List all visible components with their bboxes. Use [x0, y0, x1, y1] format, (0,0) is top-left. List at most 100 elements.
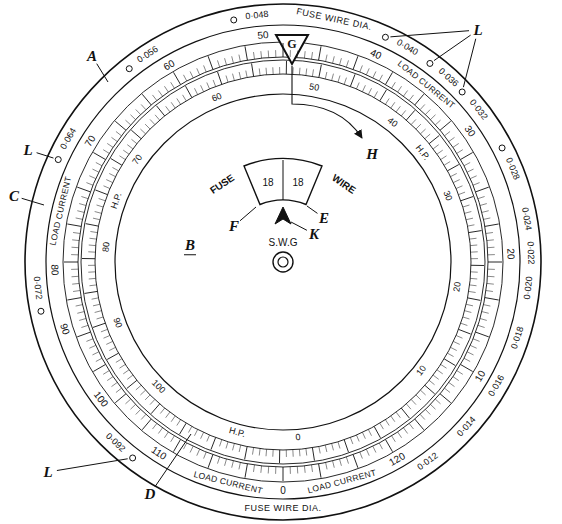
scale-tick [466, 304, 473, 306]
scale-tick [425, 409, 430, 414]
wire-diameter: 0·072 [31, 275, 43, 301]
scale-tick [225, 459, 227, 466]
scale-tick [449, 137, 455, 141]
scale-tick [429, 380, 434, 384]
scale-tick [260, 466, 262, 473]
centre-knob-hole [278, 257, 288, 267]
load-current-number: 120 [386, 450, 408, 469]
wire-diameter: 0·032 [466, 97, 489, 123]
reference-letter: K [308, 226, 320, 243]
scale-tick [482, 211, 489, 213]
scale-tick [71, 269, 78, 270]
scale-tick [425, 385, 435, 394]
scale-tick [470, 284, 477, 286]
scale-name: LOAD CURRENT [306, 468, 379, 496]
scale-tick [290, 467, 291, 474]
scale-tick [213, 80, 216, 87]
scale-tick [246, 71, 247, 78]
scale-tick [319, 65, 321, 78]
scale-tick [373, 446, 376, 452]
scale-tick [366, 449, 369, 455]
scale-tick [96, 162, 102, 165]
scale-tick [362, 85, 365, 91]
scale-tick [76, 305, 83, 306]
scale-tick [84, 291, 97, 293]
scale-tick [283, 467, 284, 481]
scale-name: H.P. [413, 143, 432, 164]
leader-line [240, 207, 256, 221]
scale-tick [356, 83, 359, 89]
reference-letter: D [144, 486, 157, 503]
scale-tick [478, 325, 485, 327]
scale-tick [379, 75, 382, 81]
scale-tick [131, 130, 141, 139]
scale-tick [111, 137, 117, 141]
scale-tick [420, 414, 425, 419]
scale-tick [484, 305, 491, 306]
scale-tick [266, 449, 268, 456]
scale-tick [166, 412, 170, 418]
scale-tick [445, 131, 451, 135]
scale-tick [470, 245, 477, 247]
scale-tick [115, 121, 126, 130]
scale-tick [380, 90, 387, 101]
load-current-number: 40 [368, 46, 384, 61]
scale-tick [406, 404, 411, 409]
scale-name: LOAD CURRENT [191, 470, 264, 497]
scale-tick [77, 187, 90, 192]
wire-diameter: 0·018 [509, 325, 526, 352]
load-scale-edge [63, 42, 503, 482]
load-scale-base [78, 57, 488, 467]
scale-tick [396, 106, 400, 112]
scale-tick [459, 329, 471, 334]
scale-tick [468, 298, 481, 300]
scale-tick [220, 440, 222, 447]
scale-tick [88, 251, 95, 252]
scale-tick [86, 339, 92, 342]
scale-tick [486, 290, 493, 292]
scale-tick [232, 56, 234, 63]
scale-tick [471, 271, 478, 272]
scale-tick [150, 399, 155, 404]
scale-tick [82, 258, 95, 259]
scale-tick [77, 211, 84, 213]
scale-tick [268, 467, 269, 474]
scale-tick [465, 311, 472, 313]
scale-tick [275, 50, 276, 57]
scale-tick [325, 72, 327, 79]
scale-tick [401, 408, 409, 418]
scale-tick [158, 428, 162, 434]
load-current-number: 0 [279, 485, 287, 496]
scale-tick [297, 467, 298, 474]
scale-tick [204, 452, 207, 458]
scale-tick [72, 239, 79, 241]
scale-tick [312, 69, 313, 76]
leader-line [37, 153, 54, 158]
scale-tick [174, 440, 181, 452]
scale-tick [466, 218, 473, 220]
scale-tick [391, 102, 395, 108]
scale-tick [171, 102, 175, 108]
scale-tick [409, 424, 413, 430]
scale-tick [232, 461, 234, 468]
scale-tick [403, 90, 407, 96]
gauge-number: 18 [261, 177, 274, 188]
scale-tick [447, 353, 453, 356]
scale-tick [92, 298, 99, 299]
hp-number: 90 [110, 315, 123, 330]
scale-tick [72, 276, 79, 277]
scale-tick [245, 46, 247, 60]
scale-tick [125, 120, 130, 125]
scale-tick [79, 204, 86, 206]
scale-tick [469, 291, 476, 292]
scale-tick [346, 457, 348, 464]
reference-letter: A [86, 48, 98, 65]
wire-diameter: 0·014 [454, 415, 478, 440]
leader-line [434, 35, 471, 60]
scale-tick [208, 56, 213, 69]
scale-tick [239, 445, 241, 452]
scale-tick [164, 432, 168, 438]
hp-scale-base [95, 74, 471, 450]
scale-tick [79, 319, 86, 321]
scale-tick [488, 276, 495, 277]
